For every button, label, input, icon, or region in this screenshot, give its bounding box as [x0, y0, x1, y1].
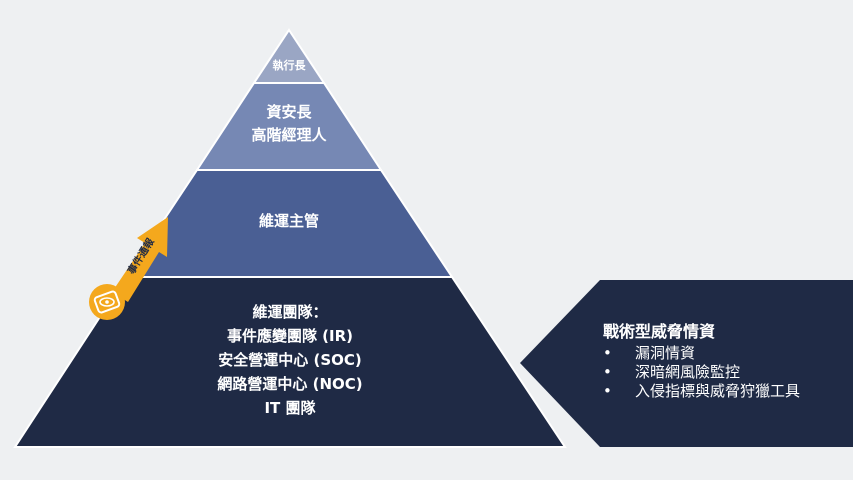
tier2-line: 資安長	[266, 103, 312, 121]
tier4-line: 網路營運中心 (NOC)	[217, 375, 363, 393]
tier4-line: 維運團隊：	[252, 303, 328, 321]
tier4-line: 事件應變團隊 (IR)	[226, 327, 354, 345]
eye-camera-icon	[89, 284, 125, 320]
pyramid-tier-1	[252, 28, 326, 84]
list-item: •漏洞情資	[603, 344, 696, 362]
panel-title: 戰術型威脅情資	[603, 322, 716, 341]
tier4-line: IT 團隊	[264, 399, 316, 417]
tier2-label: 資安長 高階經理人	[220, 101, 358, 148]
list-item: •入侵指標與威脅狩獵工具	[603, 381, 801, 400]
tier4-label: 維運團隊： 事件應變團隊 (IR) 安全營運中心 (SOC) 網路營運中心 (N…	[140, 300, 440, 420]
list-item: •深暗網風險監控	[603, 362, 741, 381]
tier3-label: 維運主管	[258, 212, 319, 230]
tactical-intel-panel: 戰術型威脅情資 •漏洞情資 •深暗網風險監控 •入侵指標與威脅狩獵工具	[603, 322, 800, 400]
tier1-label: 執行長	[272, 59, 306, 72]
tier2-line: 高階經理人	[251, 126, 327, 145]
tier4-line: 安全營運中心 (SOC)	[218, 351, 362, 369]
intel-panel-shape	[520, 280, 853, 447]
